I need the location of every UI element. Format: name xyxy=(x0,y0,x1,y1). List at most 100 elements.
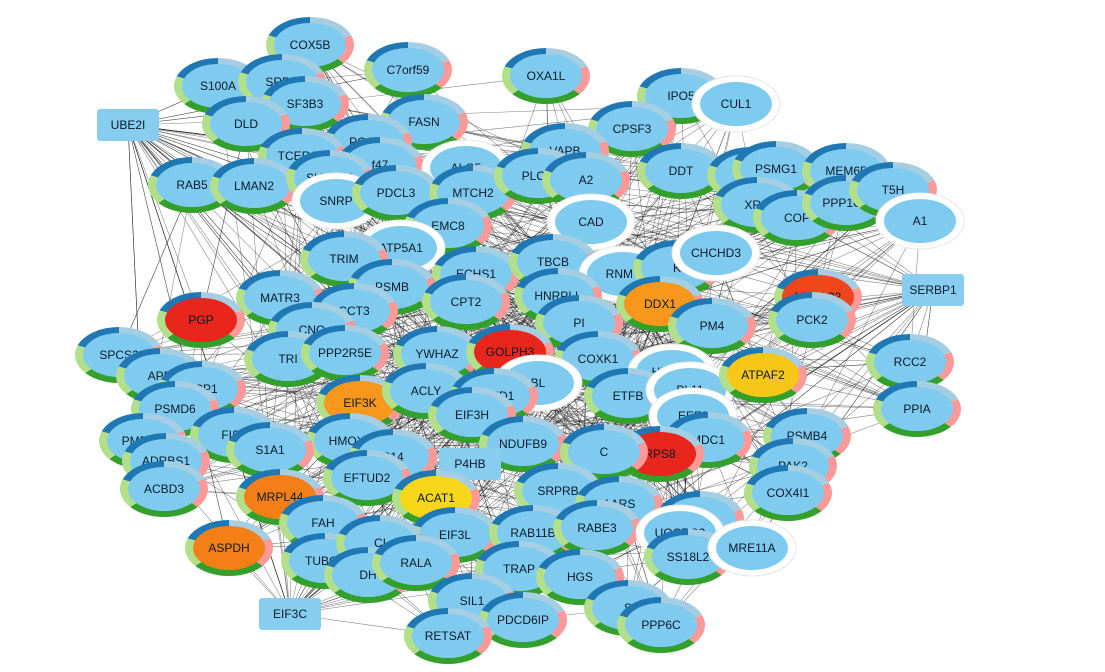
node-label: PPIA xyxy=(903,402,930,416)
node-label: PSMD6 xyxy=(154,402,196,416)
node-label: ETFB xyxy=(613,389,644,403)
node-label: RNMT xyxy=(606,267,641,281)
node-acbd3[interactable]: ACBD3 xyxy=(120,461,209,518)
node-label: ACLY xyxy=(411,384,441,398)
edge xyxy=(127,124,202,321)
node-label: RAB11B xyxy=(510,526,555,540)
node-body xyxy=(487,598,559,642)
node-label: A1 xyxy=(913,214,928,228)
node-label: SERBP1 xyxy=(909,283,957,297)
node-body xyxy=(430,280,502,324)
node-body xyxy=(716,526,788,570)
node-oxa1l[interactable]: OXA1L xyxy=(502,47,590,104)
node-label: EIF3H xyxy=(455,408,489,422)
node-label: RAB5 xyxy=(176,178,208,192)
node-label: COX4I1 xyxy=(767,486,810,500)
node-label: S100A xyxy=(200,79,236,93)
node-label: CPSF3 xyxy=(613,122,652,136)
node-label: UBE2I xyxy=(111,118,146,132)
node-rala[interactable]: RALA xyxy=(372,535,460,591)
node-label: COP xyxy=(784,211,810,225)
node-label: EMC8 xyxy=(431,219,465,233)
node-serbp1[interactable]: SERBP1 xyxy=(902,274,964,306)
node-lman2[interactable]: LMAN2 xyxy=(209,158,298,214)
node-body xyxy=(165,298,237,342)
node-body xyxy=(884,199,956,243)
node-label: PI xyxy=(573,316,584,330)
node-label: IPO5 xyxy=(667,89,695,103)
node-label: DDX1 xyxy=(644,297,676,311)
node-eif3c[interactable]: EIF3C xyxy=(259,598,321,630)
node-rcc2[interactable]: RCC2 xyxy=(866,334,954,390)
node-atpaf2[interactable]: ATPAF2 xyxy=(719,347,808,403)
node-body xyxy=(881,387,953,431)
node-ppp6c[interactable]: PPP6C xyxy=(617,597,705,653)
node-mre11a[interactable]: MRE11A xyxy=(707,519,797,577)
node-label: SF3B3 xyxy=(287,97,324,111)
node-body xyxy=(592,374,664,418)
node-body xyxy=(309,331,381,375)
node-p4hb[interactable]: P4HB xyxy=(439,448,501,480)
node-aspdh[interactable]: ASPDH xyxy=(185,520,273,576)
node-label: CPT2 xyxy=(451,295,482,309)
node-label: OXA1L xyxy=(527,69,566,83)
edge xyxy=(806,220,921,437)
node-label: PM4 xyxy=(700,319,725,333)
node-cox4i1[interactable]: COX4I1 xyxy=(744,465,832,521)
node-label: CHCHD3 xyxy=(691,246,741,260)
node-body xyxy=(360,171,432,215)
edge xyxy=(118,184,193,356)
node-label: CAD xyxy=(578,215,604,229)
node-body xyxy=(331,456,403,500)
node-label: PGP xyxy=(188,313,213,327)
node-cul1[interactable]: CUL1 xyxy=(691,75,781,133)
node-cpt2[interactable]: CPT2 xyxy=(421,274,510,330)
node-retsat[interactable]: RETSAT xyxy=(404,608,492,665)
node-ppp2r5e[interactable]: PPP2R5E xyxy=(301,325,389,381)
node-label: SRPRB xyxy=(537,484,578,498)
node-label: MTCH2 xyxy=(452,186,494,200)
node-pdcd6ip[interactable]: PDCD6IP xyxy=(478,592,567,648)
node-rabe3[interactable]: RABE3 xyxy=(553,500,642,556)
node-ube2i[interactable]: UBE2I xyxy=(97,109,159,141)
node-label: PPP6C xyxy=(641,618,681,632)
node-c7orf59[interactable]: C7orf59 xyxy=(364,42,452,99)
node-pck2[interactable]: PCK2 xyxy=(768,292,856,349)
node-body xyxy=(874,340,946,384)
node-a1[interactable]: A1 xyxy=(875,192,965,250)
node-label: SS18L2 xyxy=(667,550,710,564)
node-label: CUL1 xyxy=(721,97,752,111)
node-s1a1[interactable]: S1A1 xyxy=(226,422,315,478)
node-label: SIL1 xyxy=(460,594,485,608)
node-label: RCC2 xyxy=(894,355,927,369)
node-label: FASN xyxy=(408,115,439,129)
node-label: SNRP xyxy=(319,194,352,208)
node-label: EIF3K xyxy=(343,396,376,410)
node-ppia[interactable]: PPIA xyxy=(873,381,961,437)
node-label: EIF3L xyxy=(439,528,471,542)
node-layer: COX5BC7orf59OXA1LIPO5CUL1S100ASRPRSF3B3U… xyxy=(75,17,965,665)
node-label: DDT xyxy=(669,164,694,178)
node-label: DH xyxy=(359,568,376,582)
node-body xyxy=(193,526,265,570)
node-body xyxy=(752,471,824,515)
node-label: LMAN2 xyxy=(234,179,274,193)
node-label: MRE11A xyxy=(728,541,775,555)
node-label: PDCL3 xyxy=(377,186,416,200)
node-body xyxy=(210,102,282,146)
node-box xyxy=(902,274,964,306)
node-label: PCK2 xyxy=(796,313,828,327)
node-pgp[interactable]: PGP xyxy=(157,292,245,348)
node-body xyxy=(380,541,452,585)
node-label: P4HB xyxy=(454,457,485,471)
node-body xyxy=(561,506,633,550)
node-chchd3[interactable]: CHCHD3 xyxy=(671,224,761,282)
node-label: K xyxy=(673,261,681,275)
node-box xyxy=(259,598,321,630)
node-label: FAH xyxy=(311,516,334,530)
node-body xyxy=(568,430,640,474)
node-body xyxy=(680,231,752,275)
node-eftud2[interactable]: EFTUD2 xyxy=(323,450,411,506)
node-label: T5H xyxy=(882,183,905,197)
node-label: C7orf59 xyxy=(387,63,430,77)
